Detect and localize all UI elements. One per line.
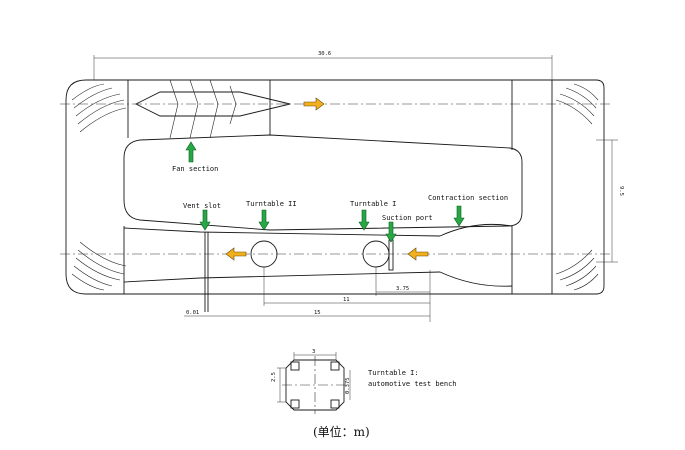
contraction-arrow [453,205,465,227]
dim-text-bench-width: 3 [312,349,315,355]
label-turntable-1: Turntable I [350,200,396,208]
bench-corner-br [330,399,340,409]
label-fan-section: Fan section [172,165,218,173]
dimension-3-75 [375,267,430,296]
inner-outline [123,134,523,231]
dim-text-overall-length: 30.6 [318,51,331,57]
dim-text-0-01: 0.01 [186,310,199,316]
turning-vanes-top-right [555,83,599,125]
dim-text-11: 11 [343,297,350,303]
bench-centerlines [282,356,348,414]
bench-dimensions [277,352,351,403]
turning-vanes-bottom-right [555,249,599,291]
flow-arrow-top [303,97,325,111]
dimension-15 [205,306,431,322]
label-turntable-2: Turntable II [246,200,297,208]
contraction-wall-bottom [439,271,513,287]
test-section-lower-wall [123,271,441,283]
turning-vanes-bottom-left [71,241,127,291]
test-section-upper-wall [123,227,441,237]
dimension-11 [263,267,431,306]
contraction-wall-top [439,223,513,237]
label-contraction-section: Contraction section [428,194,508,202]
turning-vanes-top-left [71,83,127,133]
dim-text-3-75: 3.75 [396,286,409,292]
suction-port-slot [388,239,394,271]
turntable-1-arrow [358,209,370,231]
label-legend-line2: automotive test bench [368,380,457,388]
dim-text-bench-offset: 0.375 [345,377,351,394]
bench-corner-tl [290,361,300,371]
label-legend-line1: Turntable I: [368,369,419,377]
dim-text-bench-height: 2.5 [271,372,277,382]
label-vent-slot: Vent slot [183,202,221,210]
bench-corner-bl [290,399,300,409]
label-suction-port: Suction port [382,214,433,222]
fan-blades [169,79,237,139]
dimension-overall-width [596,139,618,263]
dim-text-overall-width: 9.5 [618,186,624,196]
vent-slot-line [204,232,209,312]
unit-note: (单位：m) [313,424,370,439]
fan-section-arrow [185,141,197,163]
turntable-2-arrow [258,209,270,231]
outer-outline [65,79,605,295]
flow-arrow-bottom-right [407,247,429,261]
flow-arrow-bottom-left [225,247,247,261]
dim-text-15: 15 [314,310,321,316]
suction-port-arrow [385,221,397,243]
vent-slot-arrow [199,209,211,231]
bench-corner-tr [330,361,340,371]
dimension-overall-length [93,55,553,80]
